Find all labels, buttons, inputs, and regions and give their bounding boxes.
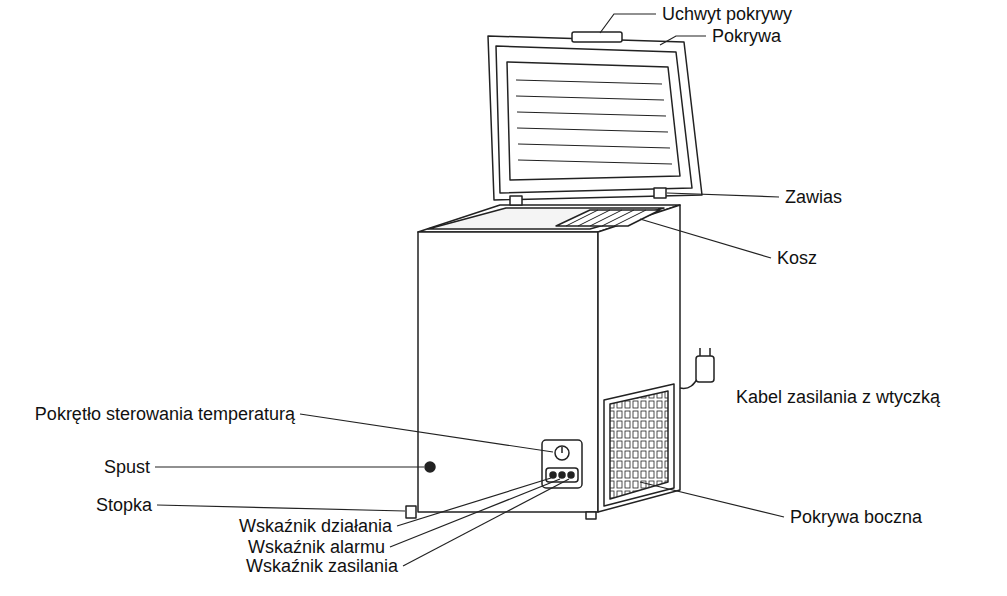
basket-wires	[566, 210, 646, 226]
hinge	[654, 188, 666, 198]
cabinet-opening	[428, 208, 664, 229]
foot	[586, 512, 596, 519]
lid-ribs	[516, 80, 672, 164]
drain-plug	[425, 462, 435, 472]
side-grille	[610, 391, 668, 499]
part-label: Wskaźnik alarmu	[248, 536, 385, 558]
running-light	[550, 472, 556, 478]
part-label: Zawias	[785, 186, 842, 208]
temperature-knob	[555, 446, 569, 460]
part-label: Spust	[104, 456, 150, 478]
part-label: Uchwyt pokrywy	[662, 3, 792, 25]
power-light	[568, 472, 574, 478]
part-label: Pokrywa	[712, 25, 781, 47]
part-label: Kosz	[777, 247, 817, 269]
part-label: Wskaźnik zasilania	[246, 555, 398, 577]
part-label: Kabel zasilania z wtyczką	[736, 386, 940, 408]
alarm-light	[559, 472, 565, 478]
hinge	[510, 196, 522, 205]
lid	[488, 36, 702, 200]
part-label: Wskaźnik działania	[239, 515, 392, 537]
part-label: Pokrętło sterowania temperaturą	[35, 403, 295, 425]
lid-handle	[572, 32, 622, 42]
cabinet-side	[598, 205, 680, 512]
indicator-strip	[546, 468, 578, 482]
power-plug	[696, 356, 714, 382]
cabinet-front	[418, 232, 598, 512]
basket	[556, 210, 660, 226]
part-label: Pokrywa boczna	[790, 506, 922, 528]
control-panel	[542, 440, 582, 488]
lid-panel	[507, 62, 680, 180]
part-label: Stopka	[96, 494, 152, 516]
leader-lines	[155, 14, 784, 566]
foot	[406, 506, 416, 518]
lid-inner	[496, 46, 692, 193]
